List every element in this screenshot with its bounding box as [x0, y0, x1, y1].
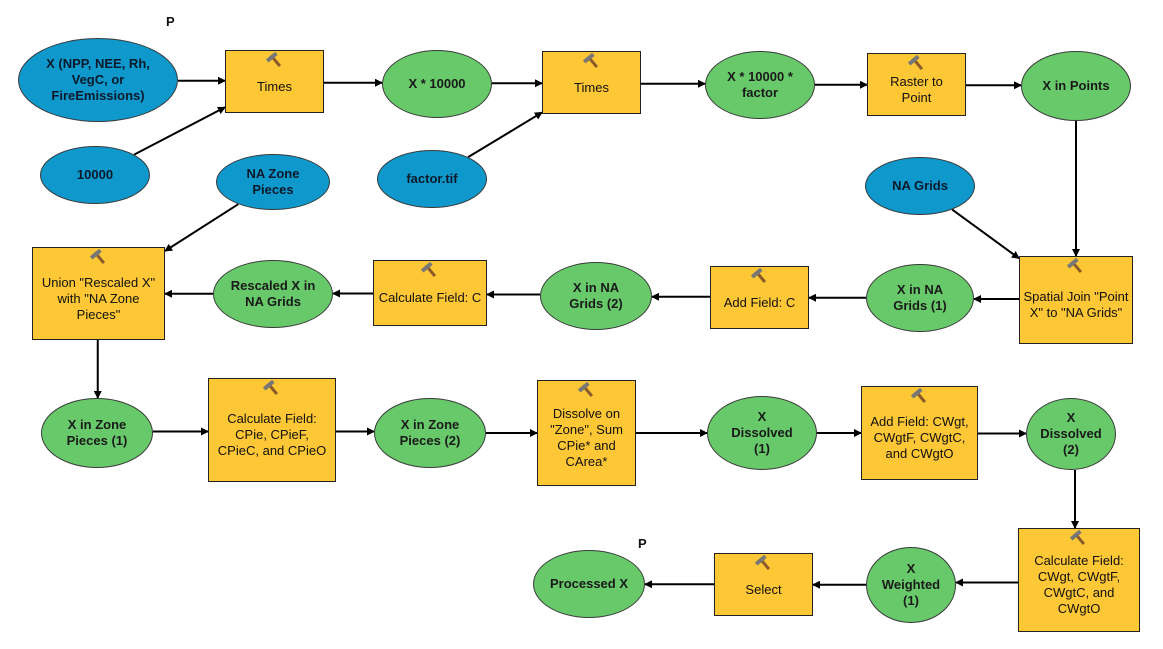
node-label: X (NPP, NEE, Rh, VegC, or FireEmissions) [46, 56, 150, 103]
output-x-in-points[interactable]: X in Points [1021, 51, 1131, 121]
tool-select[interactable]: Select [714, 553, 813, 616]
hammer-icon [89, 248, 105, 265]
hammer-icon [265, 51, 281, 68]
connector-n10000-to-times1 [133, 106, 226, 156]
hammer-icon [907, 54, 923, 71]
tool-times-2[interactable]: Times [542, 51, 641, 114]
hammer-icon [910, 387, 926, 404]
hammer-icon [754, 554, 770, 571]
node-label: Calculate Field: C [378, 290, 482, 305]
node-label: Add Field: CWgt, CWgtF, CWgtC, and CWgtO [870, 414, 969, 461]
tool-calculate-field-c[interactable]: Calculate Field: C [373, 260, 487, 326]
node-label: X in Zone Pieces (1) [66, 417, 128, 448]
hammer-icon [582, 52, 598, 69]
output-x-weighted-1[interactable]: X Weighted (1) [866, 547, 956, 623]
node-label: NA Zone Pieces [246, 166, 300, 197]
parameter-marker-output: P [638, 536, 647, 551]
node-label: X Weighted (1) [881, 561, 941, 608]
node-label: X in Points [1042, 78, 1110, 93]
tool-add-field-c[interactable]: Add Field: C [710, 266, 809, 329]
tool-calculate-field-cwgt[interactable]: Calculate Field: CWgt, CWgtF, CWgtC, and… [1018, 528, 1140, 632]
hammer-icon [1066, 257, 1083, 274]
hammer-icon [750, 267, 766, 284]
node-label: 10000 [76, 167, 114, 182]
node-label: X in NA Grids (2) [569, 280, 623, 311]
node-label: Raster to Point [890, 73, 943, 105]
output-x-in-na-grids-1[interactable]: X in NA Grids (1) [866, 264, 974, 332]
node-label: Spatial Join "Point X" to "NA Grids" [1023, 289, 1129, 320]
connector-nagrids-to-spatialjoin [951, 208, 1020, 260]
node-label: X in NA Grids (1) [893, 282, 947, 313]
hammer-icon [420, 261, 437, 278]
node-label: Times [574, 79, 609, 95]
tool-add-field-cwgt[interactable]: Add Field: CWgt, CWgtF, CWgtC, and CWgtO [861, 386, 978, 480]
input-constant-10000[interactable]: 10000 [40, 146, 150, 204]
node-label: X * 10000 * factor [727, 69, 793, 100]
output-x-in-zone-pieces-1[interactable]: X in Zone Pieces (1) [41, 398, 153, 468]
parameter-marker-input: P [166, 14, 175, 29]
tool-dissolve[interactable]: Dissolve on "Zone", Sum CPie* and CArea* [537, 380, 636, 486]
node-label: Rescaled X in NA Grids [230, 278, 316, 309]
node-label: Times [257, 78, 292, 94]
tool-calculate-field-cpie[interactable]: Calculate Field: CPie, CPieF, CPieC, and… [208, 378, 336, 482]
node-label: NA Grids [892, 178, 948, 193]
node-label: Calculate Field: CPie, CPieF, CPieC, and… [217, 411, 327, 458]
hammer-icon [1069, 529, 1086, 546]
hammer-icon [577, 381, 593, 398]
node-label: X Dissolved (1) [731, 409, 793, 456]
tool-raster-to-point[interactable]: Raster to Point [867, 53, 966, 116]
node-label: Union "Rescaled X" with "NA Zone Pieces" [41, 274, 156, 322]
output-x-dissolved-2[interactable]: X Dissolved (2) [1026, 398, 1116, 470]
node-label: X in Zone Pieces (2) [399, 417, 461, 448]
input-x-variable[interactable]: X (NPP, NEE, Rh, VegC, or FireEmissions) [18, 38, 178, 122]
output-x-times-10000[interactable]: X * 10000 [382, 50, 492, 118]
node-label: Dissolve on "Zone", Sum CPie* and CArea* [550, 406, 623, 469]
tool-times-1[interactable]: Times [225, 50, 324, 113]
connector-nazone-to-union [164, 203, 239, 252]
connector-factor-to-times2 [467, 111, 543, 158]
output-rescaled-x[interactable]: Rescaled X in NA Grids [213, 260, 333, 328]
input-factor-tif[interactable]: factor.tif [377, 150, 487, 208]
tool-spatial-join[interactable]: Spatial Join "Point X" to "NA Grids" [1019, 256, 1133, 344]
output-x-dissolved-1[interactable]: X Dissolved (1) [707, 396, 817, 470]
hammer-icon [262, 379, 279, 396]
input-na-grids[interactable]: NA Grids [865, 157, 975, 215]
tool-union[interactable]: Union "Rescaled X" with "NA Zone Pieces" [32, 247, 165, 340]
node-label: X Dissolved (2) [1040, 410, 1102, 457]
input-na-zone-pieces[interactable]: NA Zone Pieces [216, 154, 330, 210]
node-label: factor.tif [406, 171, 458, 186]
output-processed-x[interactable]: Processed X [533, 550, 645, 618]
node-label: Select [745, 581, 782, 597]
output-x-times-factor[interactable]: X * 10000 * factor [705, 51, 815, 119]
node-label: X * 10000 [408, 76, 466, 91]
output-x-in-na-grids-2[interactable]: X in NA Grids (2) [540, 262, 652, 330]
output-x-in-zone-pieces-2[interactable]: X in Zone Pieces (2) [374, 398, 486, 468]
node-label: Processed X [549, 576, 629, 591]
node-label: Calculate Field: CWgt, CWgtF, CWgtC, and… [1034, 553, 1124, 616]
node-label: Add Field: C [723, 294, 796, 310]
